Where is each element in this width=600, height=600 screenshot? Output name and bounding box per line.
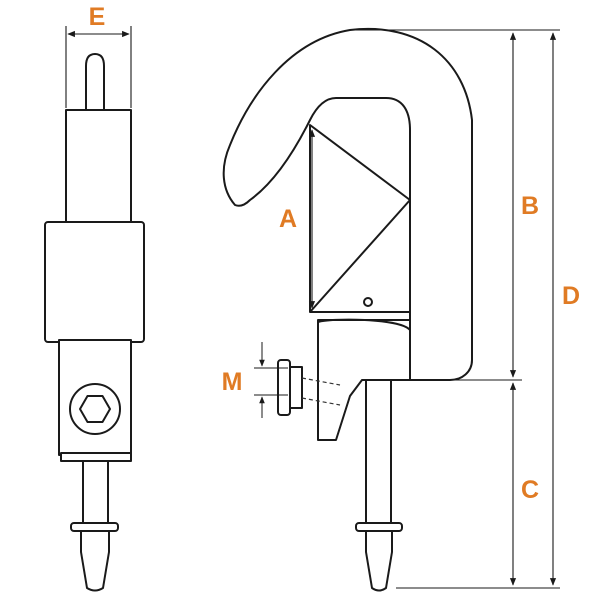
latch-pin-hole [363, 297, 373, 307]
label-e: E [89, 3, 106, 31]
label-m: M [222, 368, 243, 396]
side-view-collar [44, 221, 145, 343]
label-b: B [521, 192, 539, 220]
side-view [44, 53, 145, 592]
side-view-pin-flange [70, 522, 119, 532]
side-view-upper-body [65, 109, 132, 227]
side-view-spigot [82, 460, 109, 526]
latch-plate [309, 124, 411, 313]
side-view-top-tongue [85, 53, 105, 112]
label-d: D [562, 282, 580, 310]
front-pin-flange [355, 522, 403, 532]
front-spigot [365, 379, 392, 524]
dimension-m [254, 342, 288, 418]
front-pin-tip [365, 530, 393, 592]
dimension-bcd-extension-lines [354, 29, 560, 589]
clamp-jaw [317, 319, 411, 441]
side-view-bolt-hex [79, 395, 111, 423]
side-view-pin-tip [80, 530, 110, 592]
label-c: C [521, 476, 539, 504]
side-view-base-strip [60, 452, 132, 462]
hook-body [222, 27, 473, 381]
latch-triangle [309, 199, 411, 313]
dimension-e [65, 26, 132, 108]
front-bolt-head [289, 366, 303, 409]
front-view [222, 27, 473, 592]
label-a: A [279, 205, 297, 233]
clamp-jaw-inner [317, 318, 411, 331]
